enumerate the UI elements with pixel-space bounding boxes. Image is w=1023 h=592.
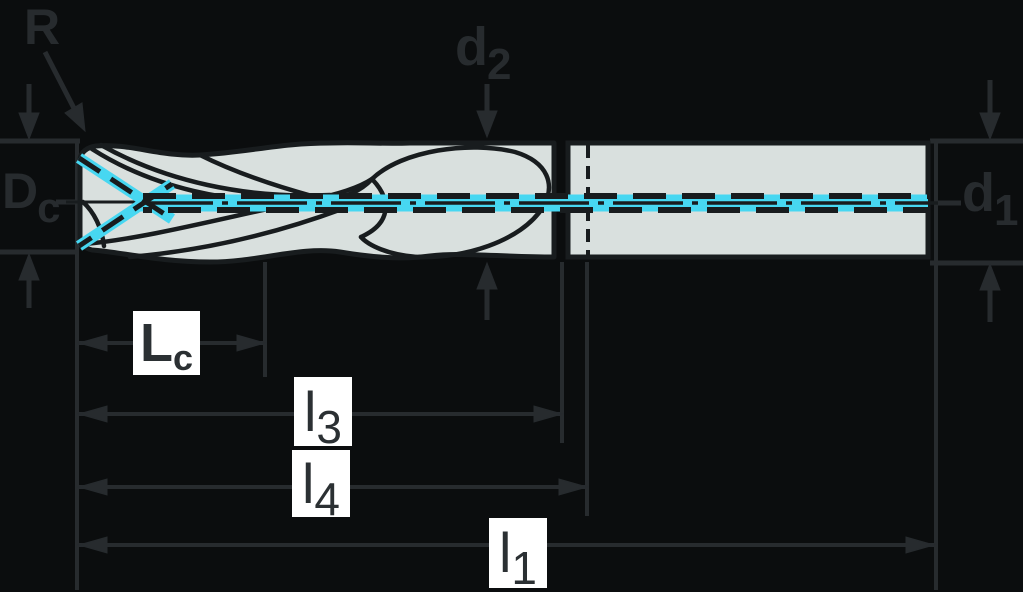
d1-top-arrowhead-icon xyxy=(979,112,1001,141)
length-l3-subscript: 3 xyxy=(316,400,343,453)
cutting-diameter-extension xyxy=(0,84,80,590)
l1-left-arrowhead-icon xyxy=(77,536,108,554)
corner-radius-text: R xyxy=(24,0,60,55)
length-l3-text: l xyxy=(303,379,317,443)
d1-bottom-arrowhead-icon xyxy=(979,262,1001,291)
neck-diameter-text: d xyxy=(455,17,488,77)
length-l4-text: l xyxy=(301,451,315,515)
tip-arm-dashes-upper xyxy=(77,155,174,222)
l3-right-arrowhead-icon xyxy=(533,405,564,423)
overall-length-text: l xyxy=(498,521,512,584)
shank-diameter-extension xyxy=(930,80,1023,590)
dc-top-arrowhead-icon xyxy=(18,112,40,141)
flute-top-groove xyxy=(197,152,315,199)
flute-edge-lower2 xyxy=(127,206,345,260)
centerline xyxy=(66,153,938,251)
cutting-diameter-text: D xyxy=(2,163,38,219)
neck-diameter-arrows xyxy=(476,84,498,320)
l1-right-arrowhead-icon xyxy=(905,536,936,554)
r-arrowhead-icon xyxy=(64,102,86,133)
flute-length-subscript: c xyxy=(172,337,194,378)
shank-diameter-subscript: 1 xyxy=(994,186,1019,235)
corner-radius-leader xyxy=(42,50,86,133)
shank-diameter-label: d1 xyxy=(962,163,1019,233)
lc-left-arrowhead-icon xyxy=(77,334,108,352)
d2-bottom-arrowhead-icon xyxy=(476,261,498,290)
d2-top-arrowhead-icon xyxy=(476,110,498,139)
cutting-diameter-subscript: c xyxy=(37,184,60,231)
shank-diameter-text: d xyxy=(962,163,995,223)
l4-left-arrowhead-icon xyxy=(77,478,108,496)
lc-right-arrowhead-icon xyxy=(236,334,267,352)
overall-length-subscript: 1 xyxy=(511,542,538,592)
tip-facet-line xyxy=(80,199,107,249)
neck-diameter-label: d2 xyxy=(455,17,512,87)
l4-right-arrowhead-icon xyxy=(558,478,589,496)
flute-length-text: L xyxy=(139,313,173,373)
l3-left-arrowhead-icon xyxy=(77,405,108,423)
neck-diameter-subscript: 2 xyxy=(487,40,512,89)
dc-bottom-arrowhead-icon xyxy=(18,252,40,281)
corner-radius-label: R xyxy=(24,0,60,55)
length-l4-subscript: 4 xyxy=(314,472,341,525)
cutting-diameter-label: Dc xyxy=(2,163,60,229)
